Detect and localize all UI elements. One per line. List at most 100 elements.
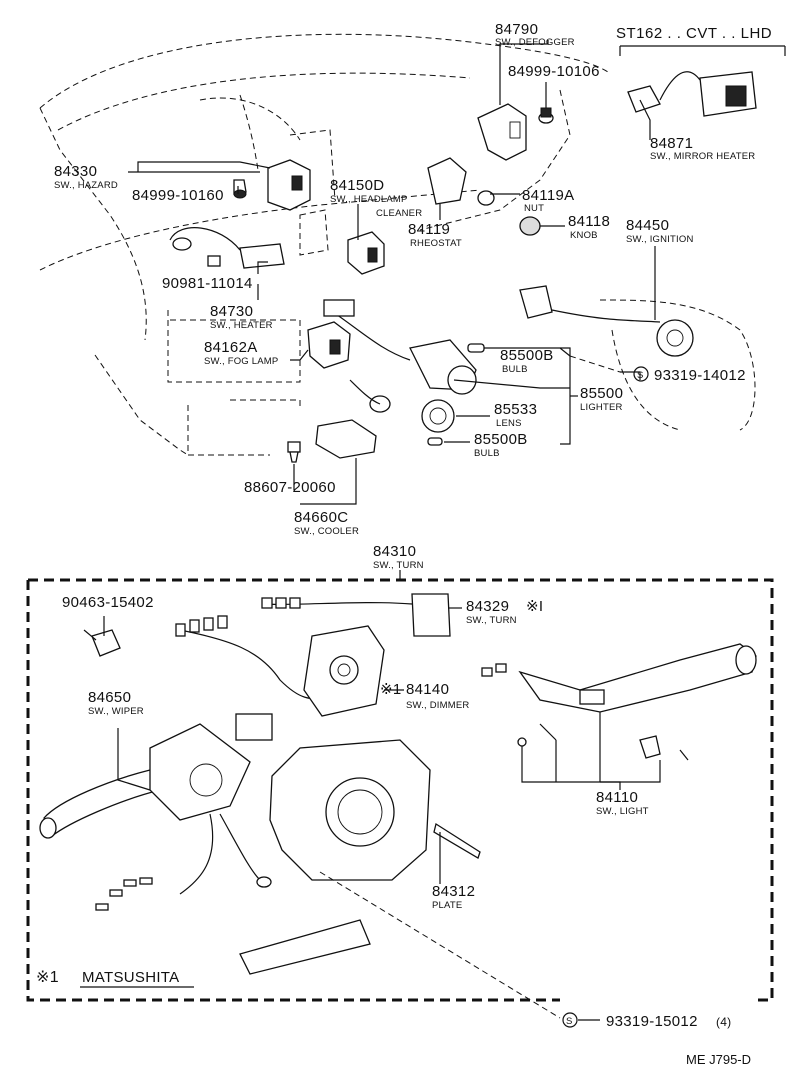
plate-shape bbox=[239, 739, 481, 975]
callout-85500b-top: 85500B BULB bbox=[500, 347, 554, 375]
callout-84790: 84790 SW., DEFOGGER bbox=[495, 21, 575, 48]
part-number-84329: 84329 bbox=[466, 598, 509, 615]
mark-84140: ※1 bbox=[380, 681, 402, 698]
part-number-84790: 84790 bbox=[495, 21, 538, 38]
legend-label: MATSUSHITA bbox=[82, 969, 179, 986]
mark-84329: ※I bbox=[526, 598, 543, 615]
callout-84119a: 84119A NUT bbox=[522, 187, 574, 214]
ignition-switch-shape bbox=[519, 285, 694, 357]
s-symbol-14012: S bbox=[637, 370, 644, 381]
qty-93319-15012: (4) bbox=[716, 1015, 731, 1029]
headlamp-cleaner-switch-shape bbox=[347, 231, 385, 275]
part-number-84730: 84730 bbox=[210, 303, 253, 320]
part-number-84162a: 84162A bbox=[204, 339, 258, 356]
dashboard-outline bbox=[39, 33, 756, 456]
lighter-shape bbox=[323, 299, 485, 446]
s-symbol-15012: S bbox=[566, 1016, 573, 1027]
callout-84310: 84310 SW., TURN bbox=[373, 543, 424, 571]
part-name-85500: LIGHTER bbox=[580, 402, 623, 413]
clip-shape bbox=[83, 629, 121, 657]
part-number-84999-10106: 84999-10106 bbox=[508, 63, 600, 80]
part-name-84329: SW., TURN bbox=[466, 615, 517, 626]
callout-84150d: 84150D SW., HEADLAMP CLEANER bbox=[330, 177, 422, 219]
part-number-84110: 84110 bbox=[596, 789, 638, 806]
diagram-code: ME J795-D bbox=[686, 1052, 751, 1067]
part-name-84790: SW., DEFOGGER bbox=[495, 37, 575, 48]
lower-leader-lines bbox=[103, 372, 661, 1021]
part-number-84871: 84871 bbox=[650, 135, 693, 152]
part-number-84119a: 84119A bbox=[522, 187, 574, 204]
part-name-85533: LENS bbox=[496, 418, 522, 429]
callout-90981-11014: 90981-11014 bbox=[162, 275, 253, 292]
turn-switch-frame bbox=[26, 570, 774, 1002]
part-name-84118: KNOB bbox=[570, 230, 598, 241]
wiper-switch-shape bbox=[39, 713, 273, 911]
callout-84118: 84118 KNOB bbox=[568, 213, 610, 241]
part-number-93319-15012: 93319-15012 bbox=[606, 1013, 698, 1030]
s-mark-15012 bbox=[562, 1012, 578, 1028]
callout-93319-15012: S 93319-15012 (4) bbox=[562, 1012, 731, 1030]
part-name-85500b-bottom: BULB bbox=[474, 448, 500, 459]
callout-84730: 84730 SW., HEATER bbox=[210, 303, 273, 331]
light-switch-shape bbox=[481, 643, 757, 761]
variant-header: ST162 . . CVT . . LHD bbox=[616, 25, 786, 56]
part-name-84330: SW., HAZARD bbox=[54, 180, 118, 191]
screw-10106-shape bbox=[538, 107, 554, 124]
part-name-84140: SW., DIMMER bbox=[406, 700, 469, 711]
callout-84999-10106: 84999-10106 bbox=[508, 63, 600, 80]
defogger-switch-shape bbox=[477, 50, 527, 161]
upper-leader-lines bbox=[128, 40, 656, 505]
callout-84162a: 84162A SW., FOG LAMP bbox=[204, 339, 278, 367]
part-name-84310: SW., TURN bbox=[373, 560, 424, 571]
part-name-84650: SW., WIPER bbox=[88, 706, 144, 717]
part-name-84660c: SW., COOLER bbox=[294, 526, 359, 537]
part-number-90463-15402: 90463-15402 bbox=[62, 594, 154, 611]
heater-switch-shape bbox=[169, 227, 285, 269]
part-number-84660c: 84660C bbox=[294, 509, 348, 526]
part-number-84119: 84119 bbox=[408, 221, 450, 238]
rheostat-shape bbox=[427, 157, 541, 236]
part-name-84871: SW., MIRROR HEATER bbox=[650, 151, 755, 162]
callout-85533: 85533 LENS bbox=[494, 401, 537, 429]
part-number-84310: 84310 bbox=[373, 543, 416, 560]
mirror-heater-switch-shape bbox=[627, 71, 757, 117]
callout-85500b-bottom: 85500B BULB bbox=[474, 431, 528, 459]
variant-label: ST162 . . CVT . . LHD bbox=[616, 25, 772, 42]
part-name-84150d: SW., HEADLAMP bbox=[330, 194, 408, 205]
part-number-85500b-top: 85500B bbox=[500, 347, 554, 364]
part-name-85500b-top: BULB bbox=[502, 364, 528, 375]
callout-93319-14012: S 93319-14012 bbox=[633, 366, 746, 384]
callout-84110: 84110 SW., LIGHT bbox=[596, 789, 649, 817]
callout-84650: 84650 SW., WIPER bbox=[88, 689, 144, 717]
part-number-84650: 84650 bbox=[88, 689, 131, 706]
callout-84140: ※1 84140 SW., DIMMER bbox=[380, 681, 469, 711]
part-number-90981-11014: 90981-11014 bbox=[162, 275, 253, 292]
part-number-85500: 85500 bbox=[580, 385, 623, 402]
callout-84660c: 84660C SW., COOLER bbox=[294, 509, 359, 537]
legend-mark: ※1 bbox=[36, 969, 59, 986]
part-name-84730: SW., HEATER bbox=[210, 320, 273, 331]
cooler-switch-shape bbox=[287, 419, 377, 463]
fog-lamp-switch-shape bbox=[307, 321, 351, 369]
part-number-85500b-bottom: 85500B bbox=[474, 431, 528, 448]
part-number-88607-20060: 88607-20060 bbox=[244, 479, 336, 496]
callout-84119: 84119 RHEOSTAT bbox=[408, 221, 462, 249]
callout-90463-15402: 90463-15402 bbox=[62, 594, 154, 611]
callout-84999-10160: 84999-10160 bbox=[132, 187, 224, 204]
part-number-85533: 85533 bbox=[494, 401, 537, 418]
part-number-84150d: 84150D bbox=[330, 177, 384, 194]
hazard-switch-shape bbox=[233, 159, 311, 211]
part-number-84330: 84330 bbox=[54, 163, 97, 180]
callout-85500: 85500 LIGHTER bbox=[580, 385, 623, 413]
part-name-84119: RHEOSTAT bbox=[410, 238, 462, 249]
part-name-84162a: SW., FOG LAMP bbox=[204, 356, 278, 367]
part-number-84118: 84118 bbox=[568, 213, 610, 230]
callout-84330: 84330 SW., HAZARD bbox=[54, 163, 118, 191]
part-number-84999-10160: 84999-10160 bbox=[132, 187, 224, 204]
callout-84312: 84312 PLATE bbox=[432, 883, 475, 911]
part-name-84450: SW., IGNITION bbox=[626, 234, 694, 245]
part-number-93319-14012: 93319-14012 bbox=[654, 367, 746, 384]
part-name-84110: SW., LIGHT bbox=[596, 806, 649, 817]
callout-84450: 84450 SW., IGNITION bbox=[626, 217, 694, 245]
